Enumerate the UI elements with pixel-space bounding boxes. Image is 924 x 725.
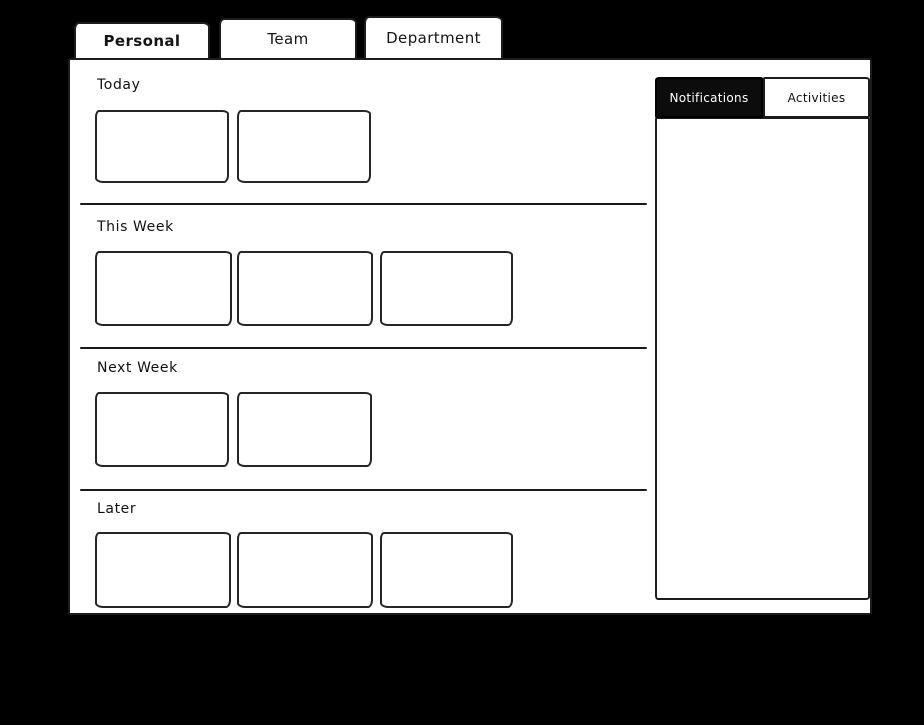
- section-label-next-week: Next Week: [97, 360, 178, 376]
- card-placeholder[interactable]: [95, 392, 229, 467]
- card-placeholder[interactable]: [237, 110, 371, 183]
- tab-label: Personal: [103, 32, 181, 50]
- tab-label: Team: [267, 30, 309, 48]
- side-tab-activities[interactable]: Activities: [763, 77, 870, 118]
- side-tab-label: Activities: [787, 90, 846, 105]
- card-placeholder[interactable]: [380, 251, 513, 326]
- tab-label: Department: [386, 29, 481, 47]
- section-label-today: Today: [97, 77, 141, 93]
- notifications-panel-body: [655, 117, 870, 600]
- card-placeholder[interactable]: [95, 532, 231, 608]
- main-panel: Today This Week Next Week Later Notifica…: [68, 58, 872, 615]
- section-divider: [80, 347, 647, 349]
- tab-personal[interactable]: Personal: [74, 22, 210, 58]
- section-divider: [80, 203, 647, 205]
- card-placeholder[interactable]: [95, 251, 232, 326]
- tab-team[interactable]: Team: [219, 18, 357, 58]
- card-placeholder[interactable]: [237, 532, 373, 608]
- side-tab-notifications[interactable]: Notifications: [655, 77, 763, 118]
- tab-department[interactable]: Department: [364, 16, 503, 58]
- section-label-this-week: This Week: [97, 219, 174, 235]
- section-label-later: Later: [97, 501, 137, 517]
- section-divider: [80, 489, 647, 491]
- card-placeholder[interactable]: [95, 110, 229, 183]
- card-placeholder[interactable]: [380, 532, 513, 608]
- card-placeholder[interactable]: [237, 392, 372, 467]
- side-tab-label: Notifications: [669, 90, 749, 105]
- card-placeholder[interactable]: [237, 251, 373, 326]
